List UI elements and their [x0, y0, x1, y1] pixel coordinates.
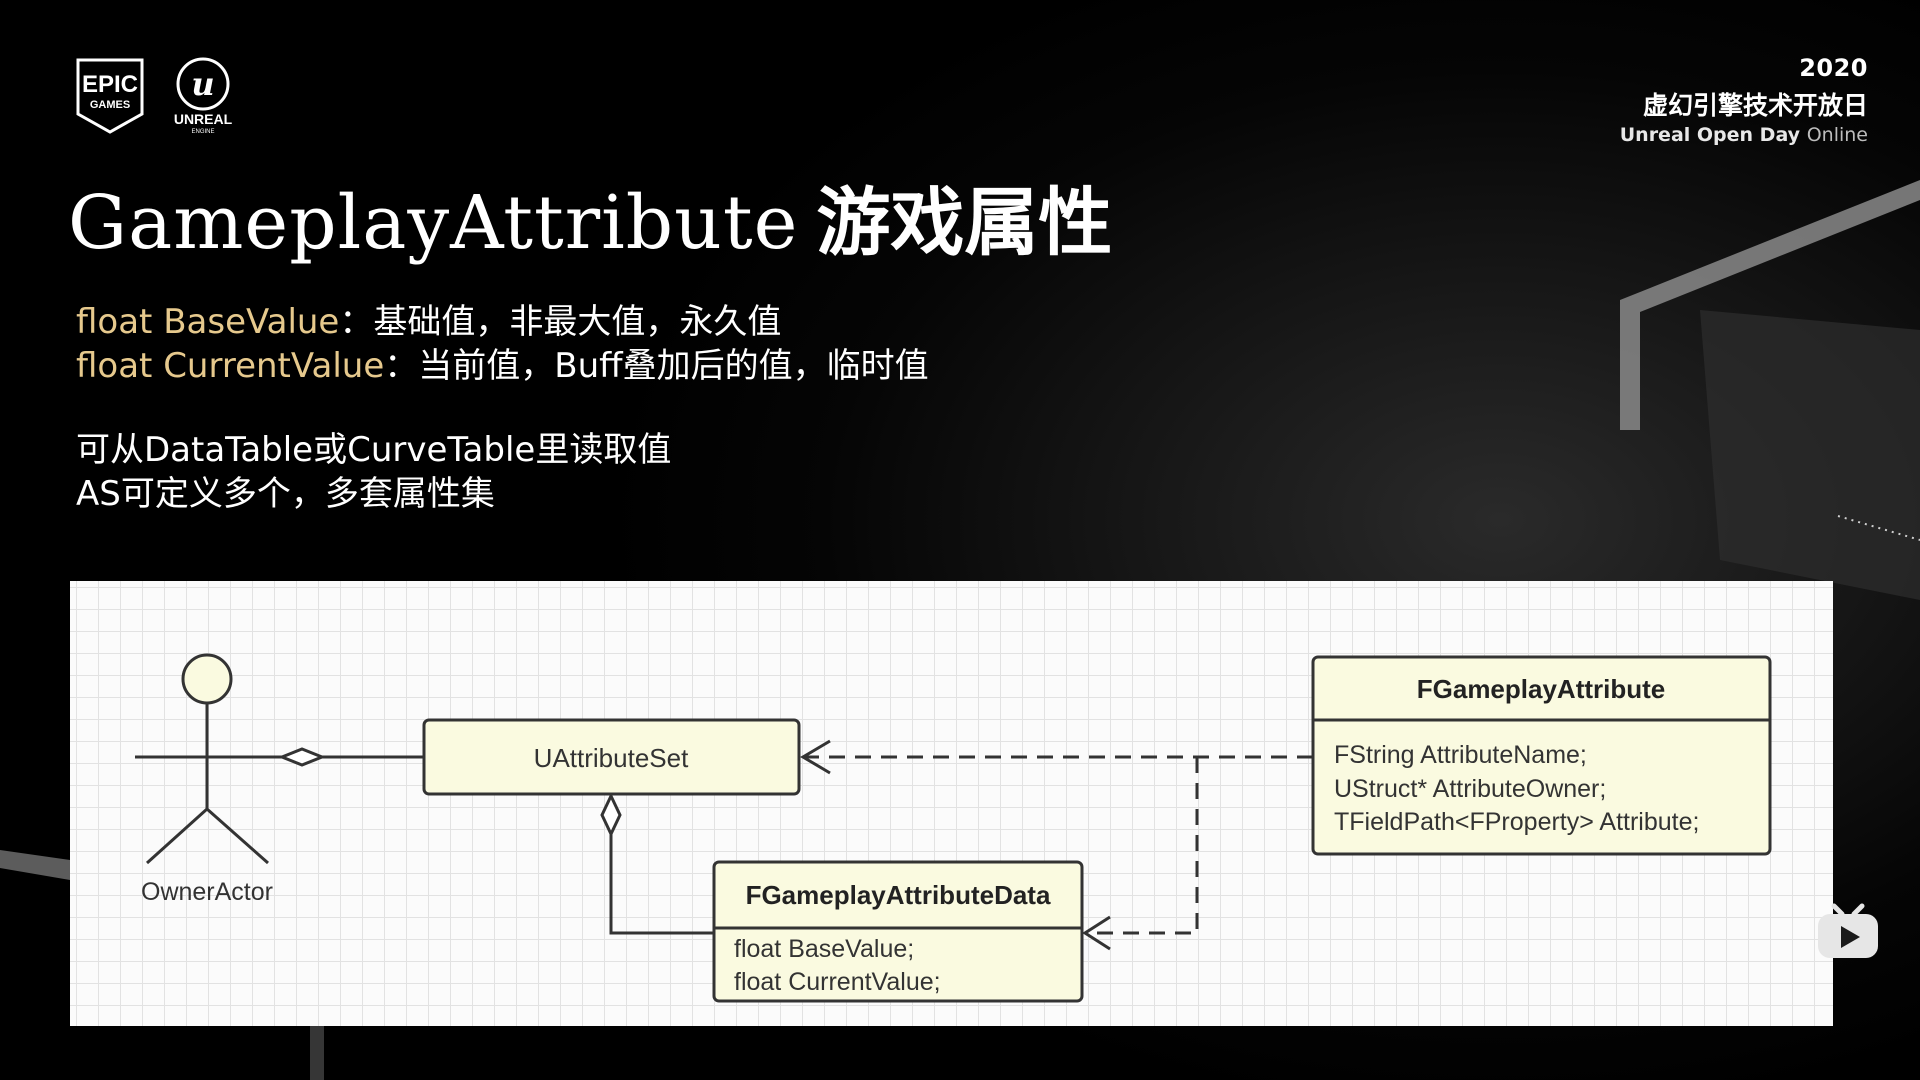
property-list: float BaseValue：基础值，非最大值，永久值 float Curre… — [76, 300, 929, 388]
event-title-en: Unreal Open Day Online — [1619, 124, 1868, 146]
owner-actor-label: OwnerActor — [141, 878, 273, 906]
note-line: 可从DataTable或CurveTable里读取值 — [76, 430, 672, 470]
title-cn: 游戏属性 — [816, 180, 1113, 266]
bilibili-icon — [1818, 903, 1878, 958]
svg-text:EPIC: EPIC — [82, 71, 138, 98]
unreal-engine-logo: u UNREAL ENGINE — [174, 57, 233, 135]
fgameplayattributedata-title: FGameplayAttributeData — [746, 880, 1051, 910]
property-desc: ：当前值，Buff叠加后的值，临时值 — [384, 346, 929, 386]
class-field: UStruct* AttributeOwner; — [1334, 775, 1606, 803]
property-name: float BaseValue — [76, 302, 340, 342]
fgameplayattributedata-class: FGameplayAttributeData float BaseValue; … — [712, 860, 1084, 1003]
epic-games-logo: EPIC GAMES — [76, 58, 144, 134]
aggregation-set-data — [600, 792, 714, 935]
svg-text:UNREAL: UNREAL — [174, 111, 233, 127]
uattributeset-class: UAttributeSet — [422, 718, 801, 796]
class-field: float BaseValue; — [734, 935, 914, 963]
owner-actor — [135, 653, 282, 865]
event-badge: 2020 虚幻引擎技术开放日 Unreal Open Day Online — [1620, 54, 1868, 146]
title-code: GameplayAttribute — [68, 180, 799, 266]
uml-diagram: OwnerActor UAttributeSet FGameplayAttrib… — [70, 581, 1833, 1026]
class-field: TFieldPath<FProperty> Attribute; — [1334, 808, 1699, 836]
svg-text:u: u — [191, 65, 214, 103]
property-name: float CurrentValue — [76, 346, 385, 386]
event-title-cn: 虚幻引擎技术开放日 — [1642, 91, 1868, 120]
notes-list: 可从DataTable或CurveTable里读取值 AS可定义多个，多套属性集 — [76, 428, 671, 516]
svg-text:GAMES: GAMES — [90, 99, 130, 111]
fgameplayattribute-class: FGameplayAttribute FString AttributeName… — [1311, 655, 1772, 856]
property-line: float CurrentValue：当前值，Buff叠加后的值，临时值 — [76, 344, 929, 388]
note-line: AS可定义多个，多套属性集 — [76, 474, 495, 514]
class-field: FString AttributeName; — [1334, 741, 1587, 769]
class-field: float CurrentValue; — [734, 968, 941, 996]
uattributeset-label: UAttributeSet — [534, 743, 689, 773]
svg-text:ENGINE: ENGINE — [191, 129, 214, 135]
fgameplayattribute-title: FGameplayAttribute — [1417, 674, 1666, 704]
dependency-arrows — [800, 739, 1313, 951]
event-year: 2020 — [1799, 54, 1868, 82]
aggregation-actor-set — [277, 747, 424, 767]
property-desc: ：基础值，非最大值，永久值 — [339, 302, 782, 342]
property-line: float BaseValue：基础值，非最大值，永久值 — [76, 300, 929, 344]
